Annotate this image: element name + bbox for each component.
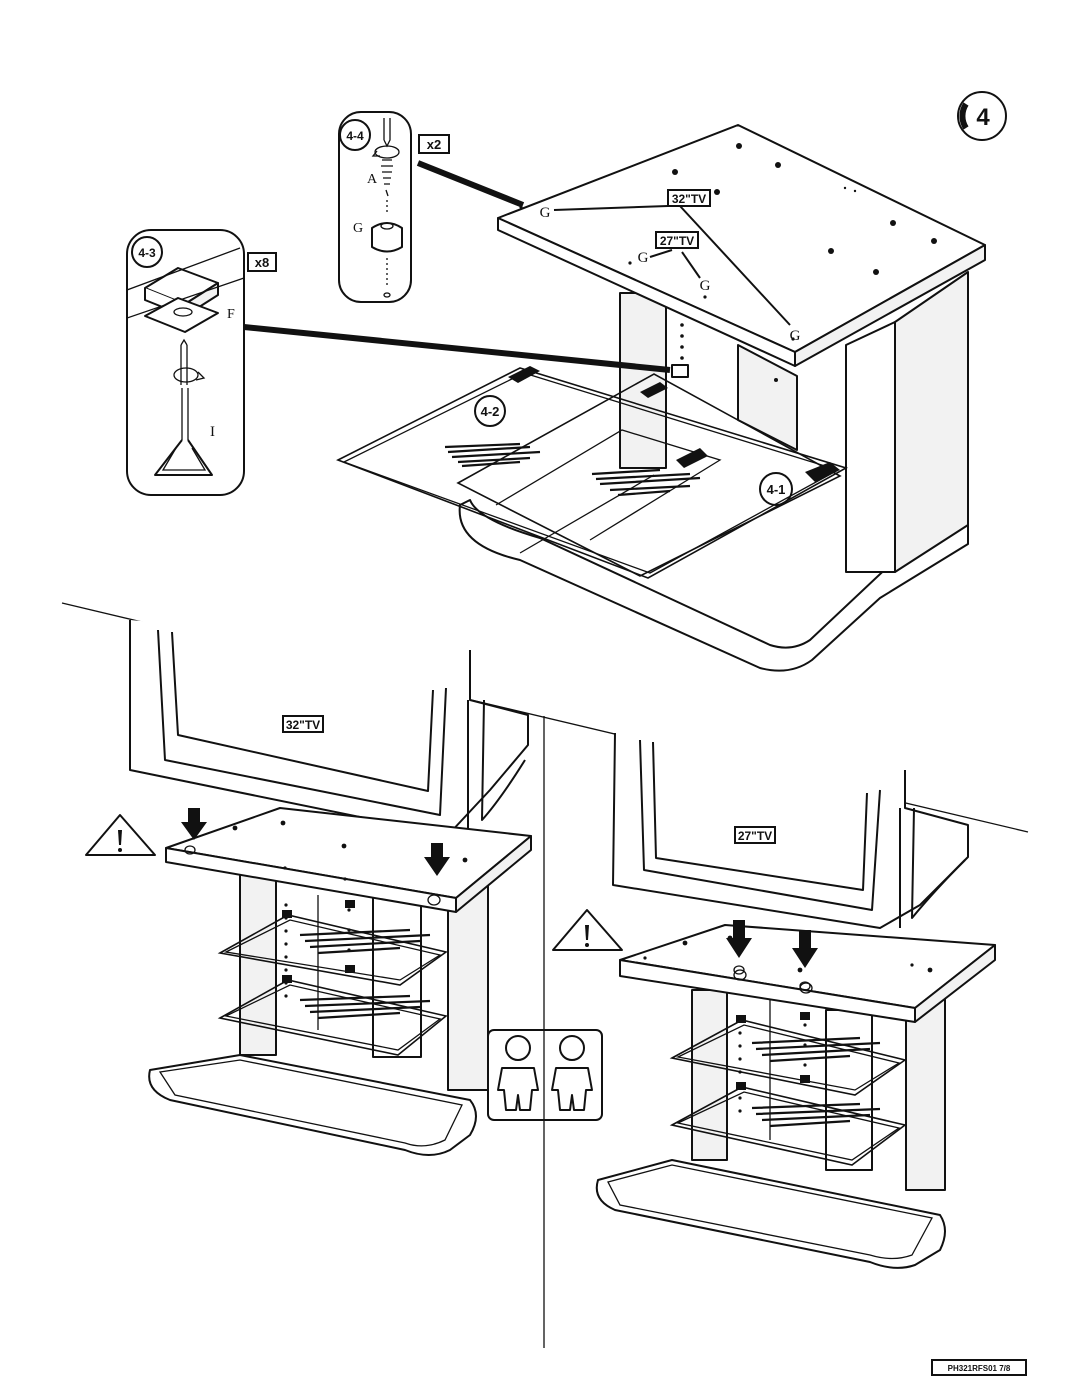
part-labels: G G G G xyxy=(540,205,801,344)
qty-x2: x2 xyxy=(427,137,441,152)
tv-size-tag-32 xyxy=(282,715,324,733)
tv-size-tag-27 xyxy=(734,826,776,844)
step-number-badge: 4 xyxy=(957,91,1007,141)
warning-icon xyxy=(85,814,156,856)
svg-text:4-1: 4-1 xyxy=(767,482,786,497)
detail-4-4-screw: 4-4 x2 A G xyxy=(338,111,450,303)
svg-text:4-3: 4-3 xyxy=(138,246,156,260)
svg-text:4-2: 4-2 xyxy=(481,404,500,419)
tv-size-tag-32-top: 32"TV xyxy=(667,189,711,207)
down-arrow-icon xyxy=(424,843,450,876)
label-a: A xyxy=(367,172,378,187)
svg-text:27"TV: 27"TV xyxy=(660,234,694,248)
page-code: PH321RFS01 7/8 xyxy=(948,1364,1011,1373)
qty-x8: x8 xyxy=(255,255,269,270)
step-number: 4 xyxy=(976,104,990,131)
svg-text:27"TV: 27"TV xyxy=(738,829,772,843)
label-g-4: G xyxy=(790,328,801,344)
label-f: F xyxy=(227,307,235,322)
stand-27-illustration: 27"TV xyxy=(595,732,996,1269)
svg-text:4-4: 4-4 xyxy=(346,129,364,143)
warning-icon xyxy=(552,909,623,951)
callout-4-1: 4-1 xyxy=(759,472,793,506)
label-g-detail: G xyxy=(353,221,363,236)
page-code-box: PH321RFS01 7/8 xyxy=(931,1359,1027,1376)
svg-text:32"TV: 32"TV xyxy=(286,718,320,732)
tv-size-tag-27-top: 27"TV xyxy=(655,231,699,249)
detail-4-3-clamp: 4-3 x8 F I xyxy=(126,229,277,496)
svg-text:32"TV: 32"TV xyxy=(672,192,706,206)
down-arrow-icon xyxy=(181,808,207,840)
callout-4-2: 4-2 xyxy=(474,395,506,427)
down-arrow-icon xyxy=(726,920,752,958)
down-arrow-icon xyxy=(792,930,818,968)
label-i: I xyxy=(210,424,215,440)
label-g-3: G xyxy=(700,278,711,294)
two-person-lift-icon xyxy=(487,1029,603,1121)
stand-32-illustration: 32"TV xyxy=(129,620,532,1156)
label-g-2: G xyxy=(638,250,649,266)
label-g-1: G xyxy=(540,205,551,221)
glass-scribble xyxy=(444,442,701,497)
stand-top-illustration xyxy=(243,124,986,672)
